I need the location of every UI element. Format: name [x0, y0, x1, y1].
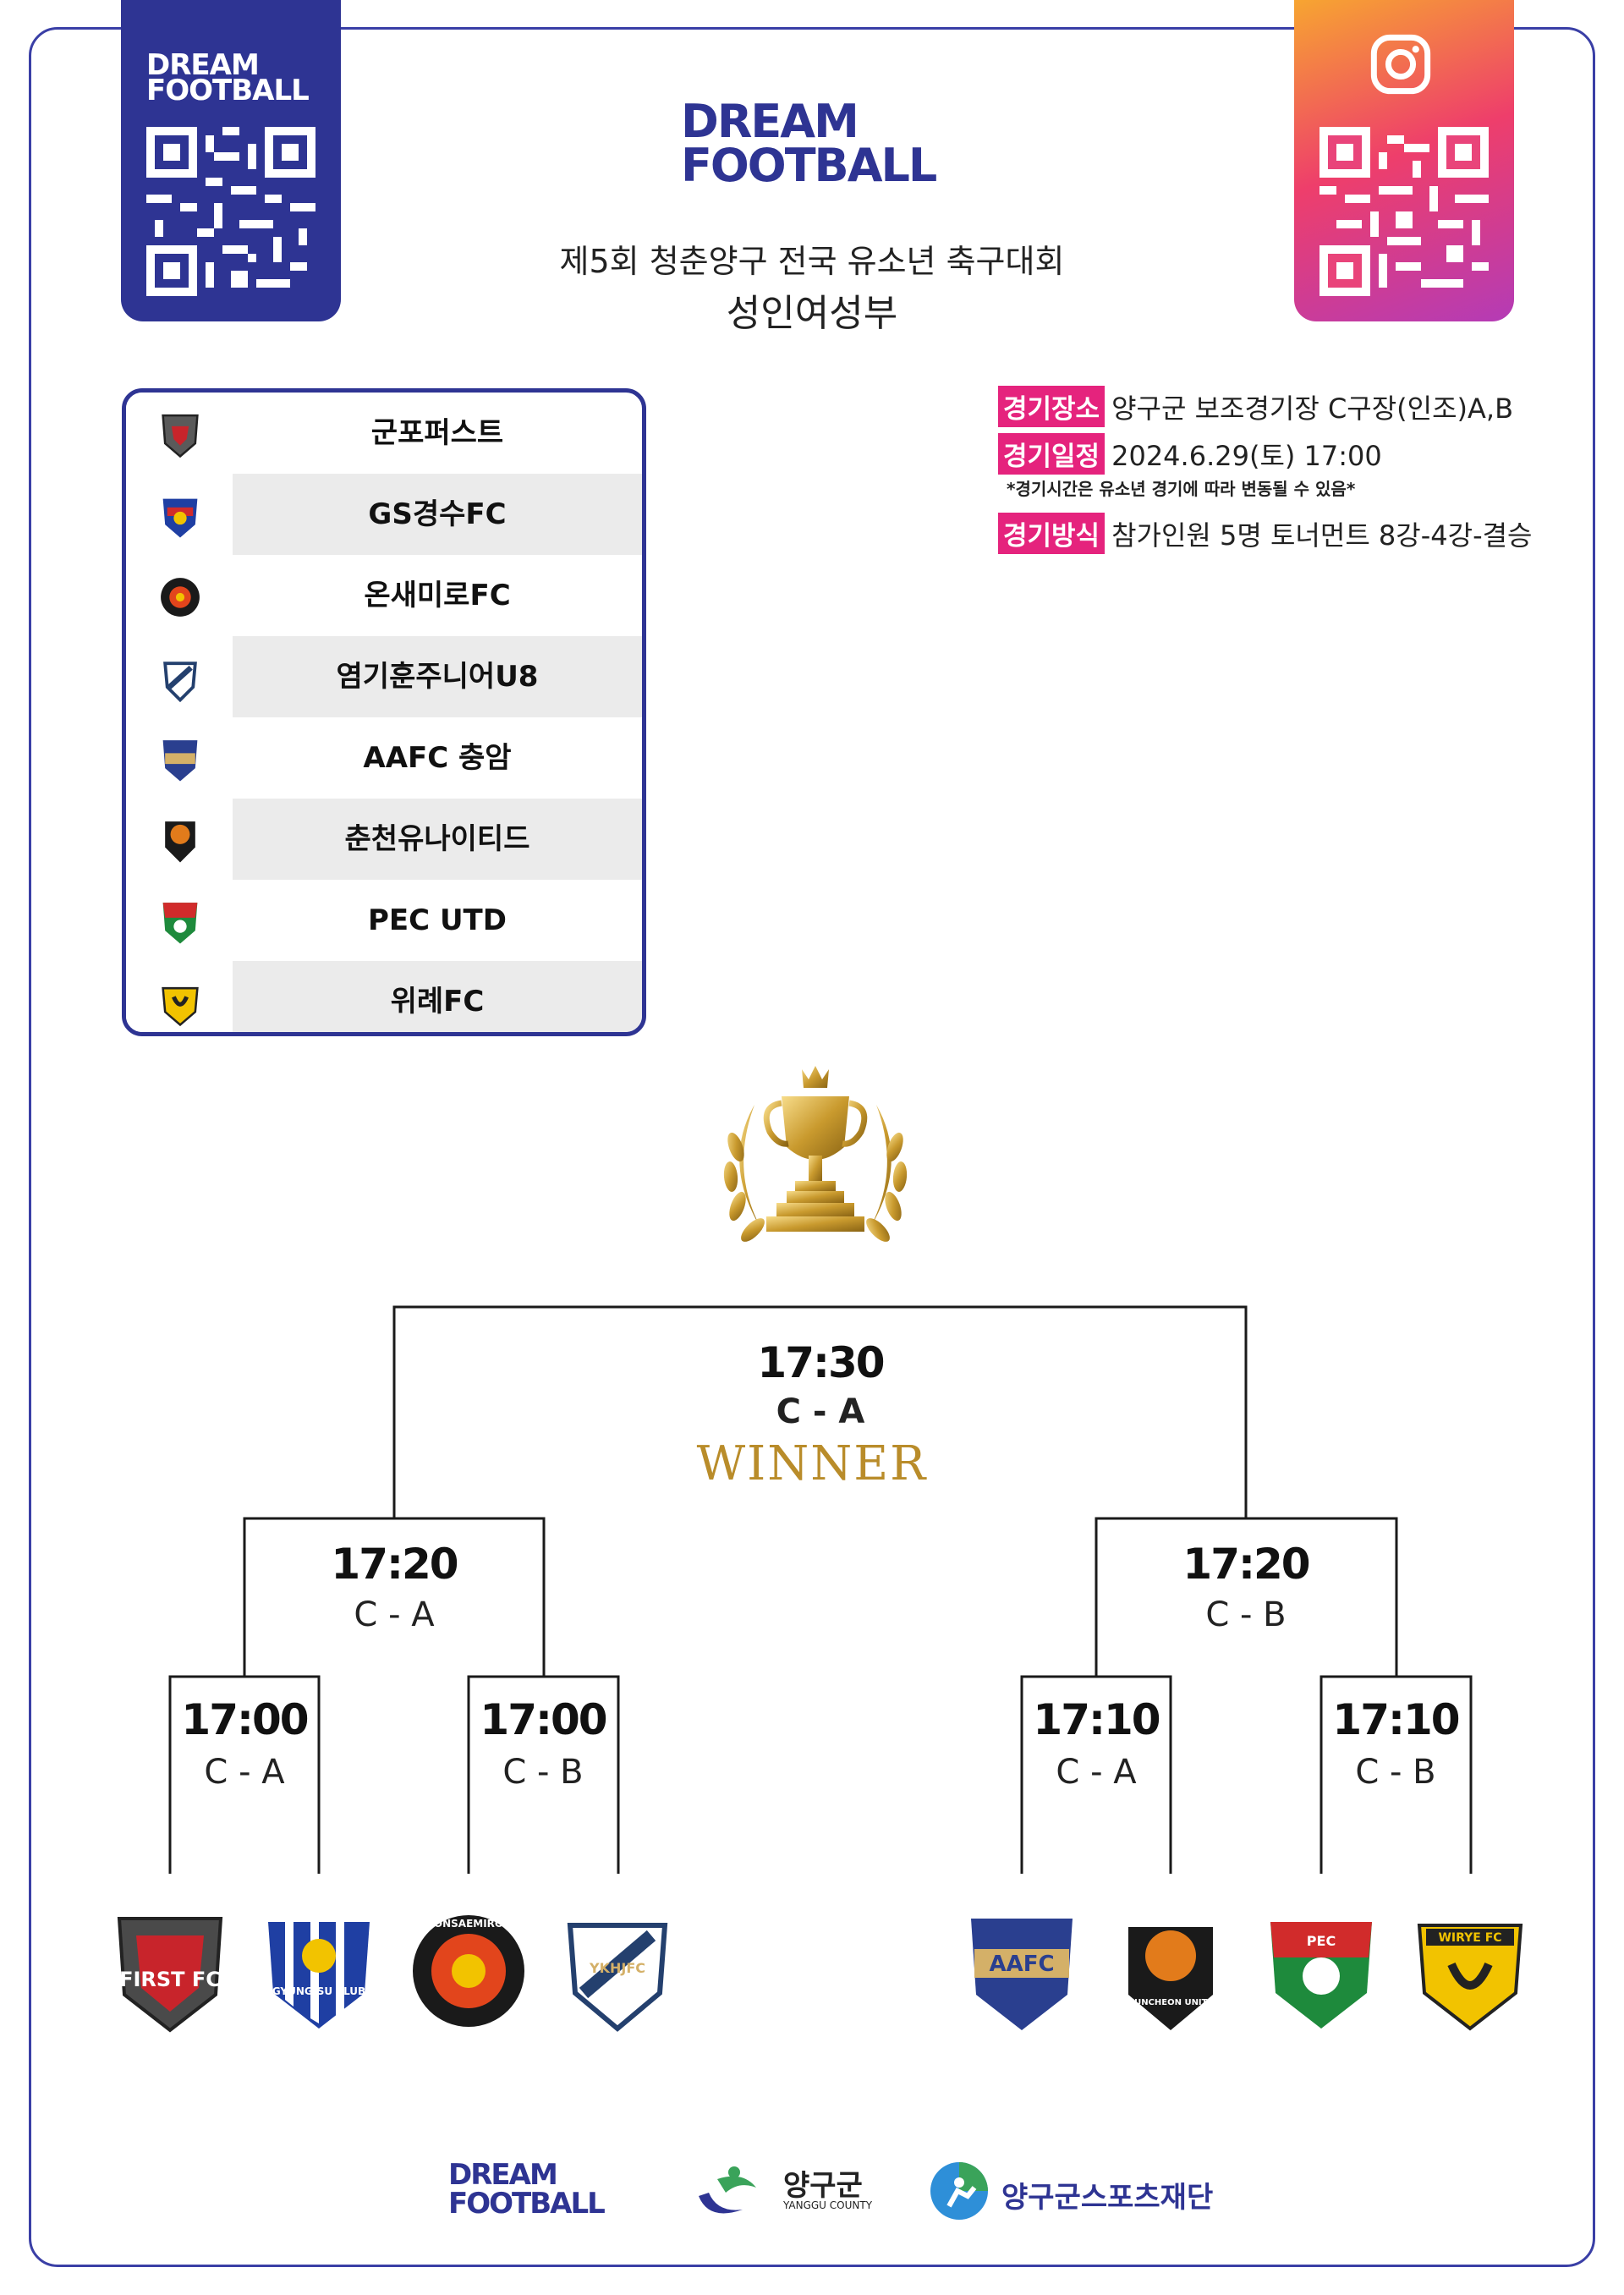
team-crest-icon [161, 578, 200, 617]
team-name: 위례FC [390, 985, 485, 1018]
qf3-court: C - A [1056, 1753, 1137, 1792]
semi-right-time: 17:20 [1182, 1540, 1310, 1589]
team-crest-icon [162, 414, 199, 458]
club-crest-onsaemiro: ONSAEMIRO [413, 1915, 524, 2027]
team-name: 온새미로FC [364, 579, 511, 612]
team-name: 군포퍼스트 [370, 416, 504, 450]
team-row: 온새미로FC [126, 555, 642, 636]
team-row: 염기훈주니어U8 [126, 636, 642, 717]
team-crest-icon [165, 821, 195, 863]
schedule-note: *경기시간은 유소년 경기에 따라 변동될 수 있음* [1007, 479, 1356, 499]
footer-yanggu-logo: 양구군 YANGGU COUNTY [692, 2159, 886, 2226]
club-crest-gyung-su: GYUNG-SU CLUB [268, 1922, 370, 2029]
team-list: 군포퍼스트 GS경수FC 온새미로FC 염기훈주니어U8 AAFC 충암 춘천유… [122, 388, 646, 1036]
foundation-emblem-icon [930, 2162, 988, 2220]
venue-value: 양구군 보조경기장 C구장(인조)A,B [1111, 393, 1514, 425]
yanggu-emblem-icon [699, 2166, 756, 2214]
club-crest-wirye-fc: WIRYE FC [1417, 1924, 1523, 2031]
svg-text:CHUNCHEON UNITED: CHUNCHEON UNITED [1121, 1998, 1220, 2007]
qf4-time: 17:10 [1332, 1695, 1460, 1744]
team-row: 위례FC [126, 961, 642, 1032]
date-label: 경기일정 [998, 433, 1106, 475]
svg-text:FIRST FC: FIRST FC [119, 1968, 221, 1991]
venue-label: 경기장소 [998, 386, 1106, 427]
trophy-icon [723, 1066, 908, 1242]
club-crest-chuncheon-united: CHUNCHEON UNITED [1121, 1927, 1221, 2030]
team-name: AAFC 충암 [363, 741, 512, 775]
division-title: 성인여성부 [726, 292, 898, 335]
qf1-time: 17:00 [181, 1695, 309, 1744]
svg-text:ONSAEMIRO: ONSAEMIRO [434, 1918, 503, 1930]
team-name: 춘천유나이티드 [344, 822, 530, 856]
svg-text:AAFC: AAFC [989, 1952, 1054, 1977]
page-frame [29, 27, 1595, 2267]
team-crest-icon [163, 662, 197, 702]
team-name: PEC UTD [368, 903, 507, 937]
final-time: 17:30 [757, 1338, 885, 1387]
semi-left-time: 17:20 [331, 1540, 458, 1589]
team-row: PEC UTD [126, 880, 642, 961]
team-crest-icon [162, 740, 198, 782]
team-crest-icon [162, 498, 198, 538]
instagram-qr-badge[interactable] [1294, 0, 1514, 321]
svg-text:WIRYE FC: WIRYE FC [1438, 1931, 1501, 1945]
club-crest-aafc: AAFC [971, 1919, 1073, 2030]
date-value: 2024.6.29(토) 17:00 [1111, 440, 1382, 472]
semi-right-court: C - B [1205, 1595, 1287, 1634]
qf2-time: 17:00 [480, 1695, 607, 1744]
team-row: GS경수FC [126, 474, 642, 555]
team-row: 군포퍼스트 [126, 393, 642, 474]
qr-code-icon[interactable] [1320, 127, 1489, 296]
team-name: GS경수FC [368, 497, 507, 531]
winner-label: WINNER [696, 1436, 928, 1491]
event-title: 제5회 청춘양구 전국 유소년 축구대회 [559, 243, 1065, 280]
club-crest-ykhjfc: YKHJFC [567, 1923, 668, 2032]
qf1-court: C - A [204, 1753, 285, 1792]
svg-text:PEC: PEC [1307, 1933, 1336, 1949]
instagram-icon [1370, 34, 1431, 95]
dreamfootball-logo: DREAM FOOTBALL [681, 95, 937, 192]
team-name: 염기훈주니어U8 [336, 660, 539, 694]
team-row: AAFC 충암 [126, 717, 642, 799]
svg-text:YKHJFC: YKHJFC [589, 1960, 645, 1976]
svg-text:GYUNG-SU CLUB: GYUNG-SU CLUB [272, 1985, 365, 1997]
club-crest-pec: PEC [1270, 1922, 1372, 2029]
footer-dreamfootball-logo: DREAM FOOTBALL [448, 2158, 606, 2221]
semi-left-court: C - A [354, 1595, 435, 1634]
team-crest-icon [162, 903, 198, 944]
qr-code-icon[interactable] [146, 127, 315, 296]
club-crest-first-fc: FIRST FC [117, 1917, 223, 2033]
format-label: 경기방식 [998, 513, 1106, 554]
footer-foundation-logo: 양구군스포츠재단 [925, 2157, 1213, 2225]
qf3-time: 17:10 [1033, 1695, 1160, 1744]
final-court: C - A [776, 1392, 865, 1431]
team-crest-icon [162, 986, 199, 1027]
team-row: 춘천유나이티드 [126, 799, 642, 880]
format-value: 참가인원 5명 토너먼트 8강-4강-결승 [1111, 519, 1533, 552]
qf2-court: C - B [502, 1753, 584, 1792]
qf4-court: C - B [1355, 1753, 1436, 1792]
